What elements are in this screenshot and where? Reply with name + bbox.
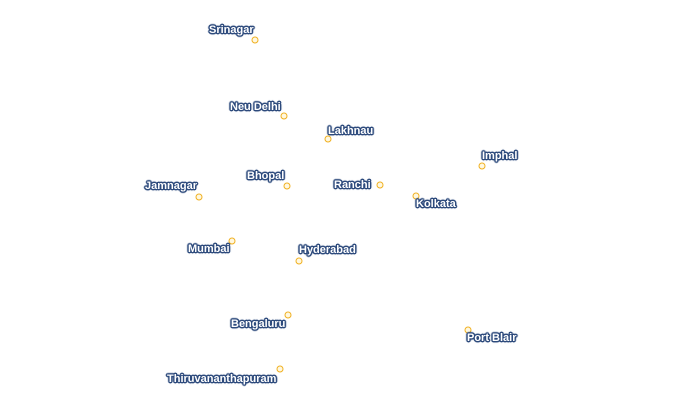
city-label: Jamnagar bbox=[145, 180, 197, 192]
city-dot bbox=[284, 311, 292, 319]
city-label: Port Blair bbox=[467, 332, 517, 344]
city-dot bbox=[324, 135, 332, 143]
city-dot bbox=[276, 365, 284, 373]
city-label: Lakhnau bbox=[328, 125, 374, 137]
city-dot bbox=[295, 257, 303, 265]
city-label: Thiruvananthapuram bbox=[167, 373, 277, 385]
city-dot bbox=[195, 193, 203, 201]
city-dot bbox=[228, 237, 236, 245]
city-dot bbox=[412, 192, 420, 200]
city-dot bbox=[464, 326, 472, 334]
city-dot bbox=[283, 182, 291, 190]
city-label: Neu Delhi bbox=[230, 101, 281, 113]
city-label: Kolkata bbox=[416, 198, 456, 210]
city-label: Imphal bbox=[482, 150, 518, 162]
city-label: Bengaluru bbox=[231, 318, 286, 330]
city-dot bbox=[478, 162, 486, 170]
city-label: Ranchi bbox=[334, 179, 371, 191]
city-label: Mumbai bbox=[188, 243, 230, 255]
city-label: Srinagar bbox=[209, 24, 254, 36]
city-dot bbox=[251, 36, 259, 44]
city-label: Hyderabad bbox=[299, 244, 356, 256]
city-label: Bhopal bbox=[247, 170, 285, 182]
city-dot bbox=[280, 112, 288, 120]
city-dot bbox=[376, 181, 384, 189]
